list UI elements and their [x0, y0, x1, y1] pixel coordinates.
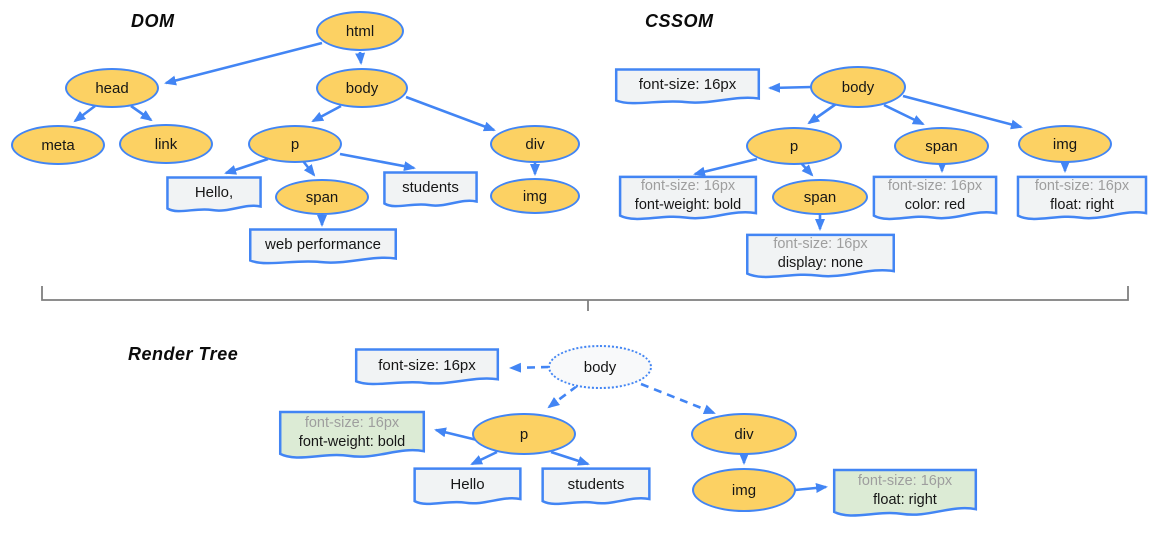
arrow-render-body-note	[509, 362, 550, 373]
arrow-dom-body-div	[405, 95, 496, 132]
document-shape	[541, 467, 651, 509]
dom-node-head: head	[65, 68, 159, 108]
dom-text-note-students: students	[383, 171, 478, 211]
document-shape	[278, 410, 426, 464]
arrow-dom-p-students	[339, 152, 416, 172]
document-shape	[832, 468, 978, 522]
document-shape	[413, 467, 522, 509]
dom-node-html: html	[316, 11, 404, 51]
arrow-render-body-div	[640, 382, 716, 415]
arrow-cssom-body-span	[883, 103, 925, 126]
dom-text-note-web-performance: web performance	[248, 228, 398, 268]
arrow-render-img-note	[794, 482, 828, 493]
dom-node-link: link	[119, 124, 213, 164]
cssom-node-span: span	[894, 127, 989, 165]
cssom-rule-note-body: font-size: 16px	[614, 68, 761, 108]
section-divider-bracket	[41, 286, 1129, 311]
dom-node-div: div	[490, 125, 580, 163]
render-note-body: font-size: 16px	[354, 348, 500, 389]
dom-node-body: body	[316, 68, 408, 108]
arrow-cssom-body-note	[768, 82, 813, 93]
cssom-section-title: CSSOM	[645, 11, 714, 31]
document-shape	[383, 171, 478, 211]
arrow-dom-body-p	[311, 104, 342, 123]
arrow-render-p-note	[434, 427, 478, 442]
render-node-div: div	[691, 413, 797, 455]
cssom-node-img: img	[1018, 125, 1112, 163]
render-text-note-students: students	[541, 467, 651, 509]
render-node-img: img	[692, 468, 796, 512]
arrow-cssom-p-span2	[800, 162, 814, 177]
arrow-dom-p-span	[301, 160, 316, 177]
arrow-cssom-body-img	[902, 94, 1023, 130]
arrow-render-p-students	[550, 450, 590, 466]
arrow-dom-head-link	[130, 104, 153, 122]
document-shape	[1016, 175, 1148, 225]
arrow-cssom-p-note	[693, 157, 758, 177]
render-tree-section-title: Render Tree	[128, 344, 239, 364]
document-shape	[248, 228, 398, 268]
render-node-p: p	[472, 413, 576, 455]
arrow-dom-p-hello	[224, 157, 269, 175]
dom-section-title: DOM	[131, 11, 175, 31]
document-shape	[872, 175, 998, 225]
arrow-dom-html-head	[164, 41, 323, 86]
render-text-note-hello: Hello	[413, 467, 522, 509]
document-shape	[618, 175, 758, 225]
arrow-render-p-hello	[470, 450, 498, 466]
arrow-dom-html-body	[355, 51, 366, 65]
document-shape	[614, 68, 761, 108]
arrow-cssom-body-p	[807, 102, 837, 125]
arrow-render-body-p	[547, 384, 578, 409]
cssom-node-body: body	[810, 66, 906, 108]
dom-node-meta: meta	[11, 125, 105, 165]
document-shape	[745, 233, 896, 283]
dom-node-p: p	[248, 125, 342, 163]
document-shape	[166, 176, 262, 216]
dom-node-span: span	[275, 179, 369, 215]
cssom-node-p: p	[746, 127, 842, 165]
dom-node-img: img	[490, 178, 580, 214]
document-shape	[354, 348, 500, 389]
cssom-node-span-child: span	[772, 179, 868, 215]
arrow-dom-head-meta	[73, 104, 96, 123]
render-node-body: body	[548, 345, 652, 389]
dom-text-note-hello: Hello,	[166, 176, 262, 216]
